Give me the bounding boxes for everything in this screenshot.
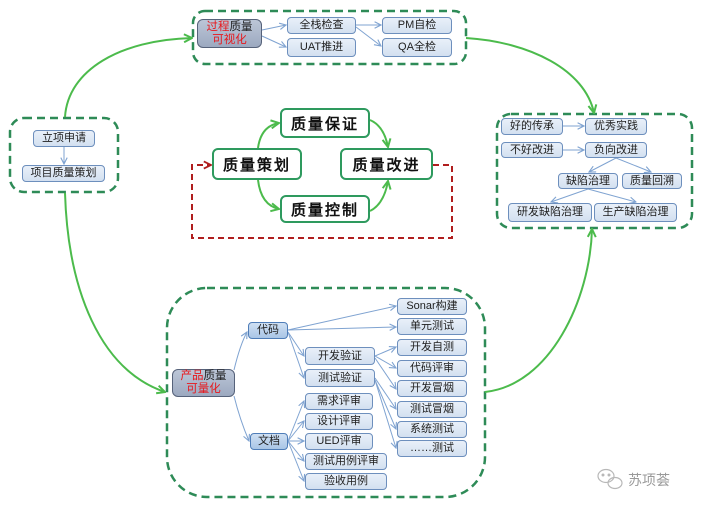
connector — [287, 306, 396, 331]
node-ued-review: UED评审 — [305, 433, 373, 450]
cycle-quality-planning: 质量策划 — [212, 148, 302, 180]
project-init-container — [8, 116, 120, 194]
connector — [287, 331, 304, 356]
node-negative-improve: 负向改进 — [585, 142, 647, 158]
connector — [551, 188, 589, 202]
node-project-quality-planning: 项目质量策划 — [22, 165, 105, 182]
node-good-inherit: 好的传承 — [501, 118, 563, 135]
connector — [287, 440, 304, 461]
root-line-1: 过程质量 — [207, 21, 253, 34]
node-defect-governance: 缺陷治理 — [558, 173, 618, 189]
node-unit-test: 单元测试 — [397, 318, 467, 335]
node-other-test: ……测试 — [397, 440, 467, 457]
connector — [287, 331, 304, 378]
connector — [374, 379, 396, 448]
connector — [233, 395, 249, 441]
connector — [587, 188, 636, 202]
node-test-smoke: 测试冒烟 — [397, 401, 467, 418]
node-requirement-review: 需求评审 — [305, 393, 373, 410]
cycle-quality-control: 质量控制 — [280, 195, 370, 223]
node-docs: 文档 — [250, 433, 288, 450]
root-text-highlight: 产品 — [180, 370, 204, 382]
product-quality-container — [165, 286, 487, 499]
process-quality-container — [191, 9, 468, 66]
node-project-apply: 立项申请 — [33, 130, 95, 147]
root-text: 质量 — [229, 20, 253, 33]
node-prod-defect-governance: 生产缺陷治理 — [594, 203, 677, 222]
flow-arrow-init-to-product — [64, 192, 165, 392]
node-dev-defect-governance: 研发缺陷治理 — [508, 203, 592, 222]
connector — [374, 379, 396, 429]
node-sonar-build: Sonar构建 — [397, 298, 467, 315]
root-text-highlight: 过程 — [206, 20, 230, 33]
flow-arrow-init-to-process — [64, 38, 192, 118]
connector — [374, 377, 396, 409]
node-code: 代码 — [248, 322, 288, 339]
root-text: 质量 — [203, 370, 227, 382]
node-qa-fullcheck: QA全检 — [382, 38, 452, 57]
cycle-arrow-assurance-to-improvement — [369, 119, 388, 147]
cycle-arrow-planning-to-control — [257, 179, 279, 209]
connector — [287, 327, 396, 330]
connector — [589, 157, 617, 172]
watermark-text: 苏项荟 — [628, 472, 670, 488]
connector — [287, 401, 304, 442]
node-best-practice: 优秀实践 — [585, 118, 647, 135]
node-system-test: 系统测试 — [397, 421, 467, 438]
cycle-quality-assurance: 质量保证 — [280, 108, 370, 138]
flow-arrow-process-to-improvement — [465, 37, 594, 113]
node-bad-improve: 不好改进 — [501, 142, 563, 158]
cycle-quality-improvement: 质量改进 — [340, 148, 433, 180]
node-test-verify: 测试验证 — [305, 369, 375, 387]
node-acceptance-case: 验收用例 — [305, 473, 387, 490]
connector — [374, 357, 396, 389]
cycle-arrow-planning-to-assurance — [257, 123, 279, 149]
cycle-arrow-control-to-improvement — [369, 181, 388, 212]
connector — [261, 35, 286, 47]
connector — [374, 355, 396, 368]
feedback-arrow-improvement-to-planning — [191, 165, 453, 239]
node-pm-selfcheck: PM自检 — [382, 17, 452, 34]
node-quality-retrospect: 质量回溯 — [622, 173, 682, 189]
node-testcase-review: 测试用例评审 — [305, 453, 387, 470]
root-text-highlight: 可视化 — [212, 33, 247, 46]
root-line-2: 可量化 — [186, 383, 221, 396]
node-dev-verify: 开发验证 — [305, 347, 375, 365]
connector — [287, 421, 304, 442]
flow-arrow-product-to-improvement — [484, 229, 592, 393]
node-design-review: 设计评审 — [305, 413, 373, 430]
connector — [615, 157, 651, 172]
node-product-quality-quantification: 产品质量 可量化 — [172, 369, 235, 397]
connector — [374, 347, 396, 357]
root-text-highlight: 可量化 — [186, 383, 221, 395]
wechat-icon — [597, 468, 623, 490]
node-code-review: 代码评审 — [397, 360, 467, 377]
connector — [355, 26, 381, 46]
connector — [261, 25, 286, 31]
node-uat-push: UAT推进 — [287, 38, 356, 57]
node-process-quality-visualization: 过程质量 可视化 — [197, 19, 262, 48]
node-dev-selftest: 开发自测 — [397, 339, 467, 356]
node-dev-smoke: 开发冒烟 — [397, 380, 467, 397]
root-line-1: 产品质量 — [181, 370, 227, 383]
connector — [233, 332, 247, 371]
connector — [287, 440, 304, 481]
node-fullstack-check: 全栈检查 — [287, 17, 356, 34]
root-line-2: 可视化 — [212, 34, 247, 47]
